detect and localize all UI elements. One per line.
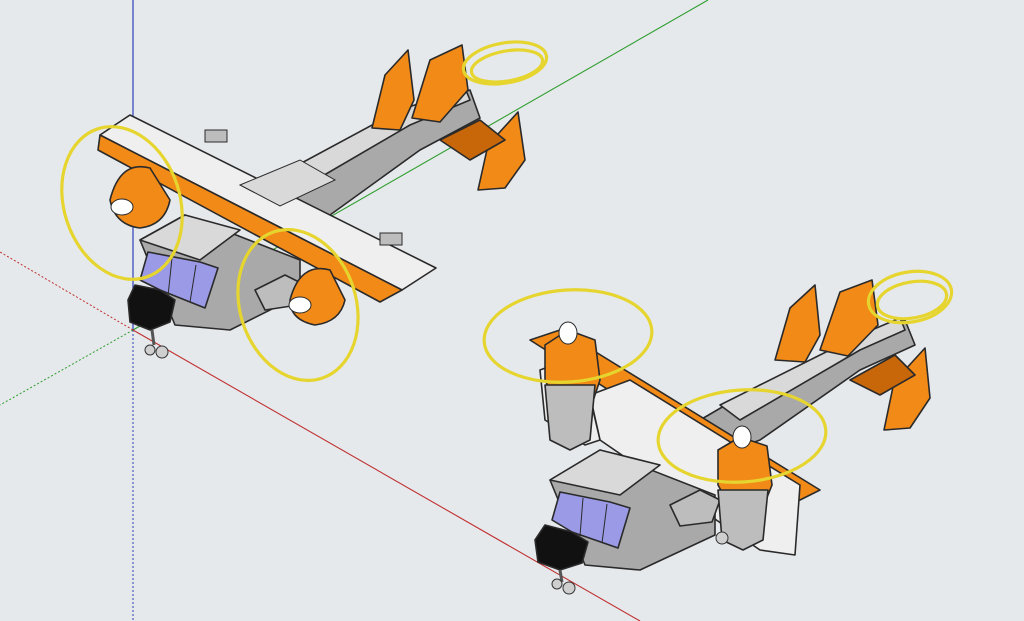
rotor-ring-tail — [866, 269, 954, 325]
vertical-tail-left — [371, 49, 415, 131]
horizontal-stabilizer — [439, 119, 506, 161]
rotor-ring-left — [482, 288, 654, 384]
green-axis-dotted — [0, 329, 134, 406]
window-frame — [189, 264, 197, 303]
fuselage-top — [139, 214, 241, 261]
wing-pod — [204, 129, 228, 143]
sponson — [669, 489, 721, 527]
nose-landing-gear — [144, 329, 169, 359]
nose-landing-gear — [551, 569, 576, 595]
vertical-tail-mid — [819, 279, 879, 357]
wing-pod — [379, 232, 403, 246]
tiltrotor-aircraft-2[interactable] — [481, 265, 956, 595]
right-spinner — [288, 296, 312, 314]
rotor-ring-tail-inner — [875, 279, 949, 321]
window-frame — [167, 257, 173, 297]
cockpit-window — [551, 491, 631, 549]
right-spinner — [732, 425, 752, 449]
vertical-tail-right — [477, 111, 526, 191]
rotor-ring-tail — [461, 40, 549, 86]
left-spinner — [110, 198, 134, 216]
fuselage-top — [549, 449, 661, 496]
left-spinner — [558, 321, 578, 345]
rotor-ring-right — [236, 228, 360, 382]
vertical-tail-left — [774, 284, 821, 363]
window-frame — [579, 497, 584, 537]
window-frame — [601, 503, 608, 544]
wing-center-section — [238, 159, 337, 207]
red-axis-dotted — [0, 251, 134, 331]
rotor-ring-right — [656, 388, 828, 484]
rotor-ring-left — [60, 125, 184, 281]
horizontal-stabilizer — [849, 354, 916, 396]
nose-cone — [534, 524, 589, 571]
nose-cone — [127, 284, 176, 331]
rotor-ring-tail-inner — [469, 48, 545, 84]
tiltrotor-aircraft-1[interactable] — [43, 36, 550, 396]
main-landing-gear — [715, 531, 729, 545]
red-axis — [132, 329, 641, 621]
left-nacelle-lower — [544, 384, 596, 451]
vertical-tail-right — [883, 347, 931, 431]
